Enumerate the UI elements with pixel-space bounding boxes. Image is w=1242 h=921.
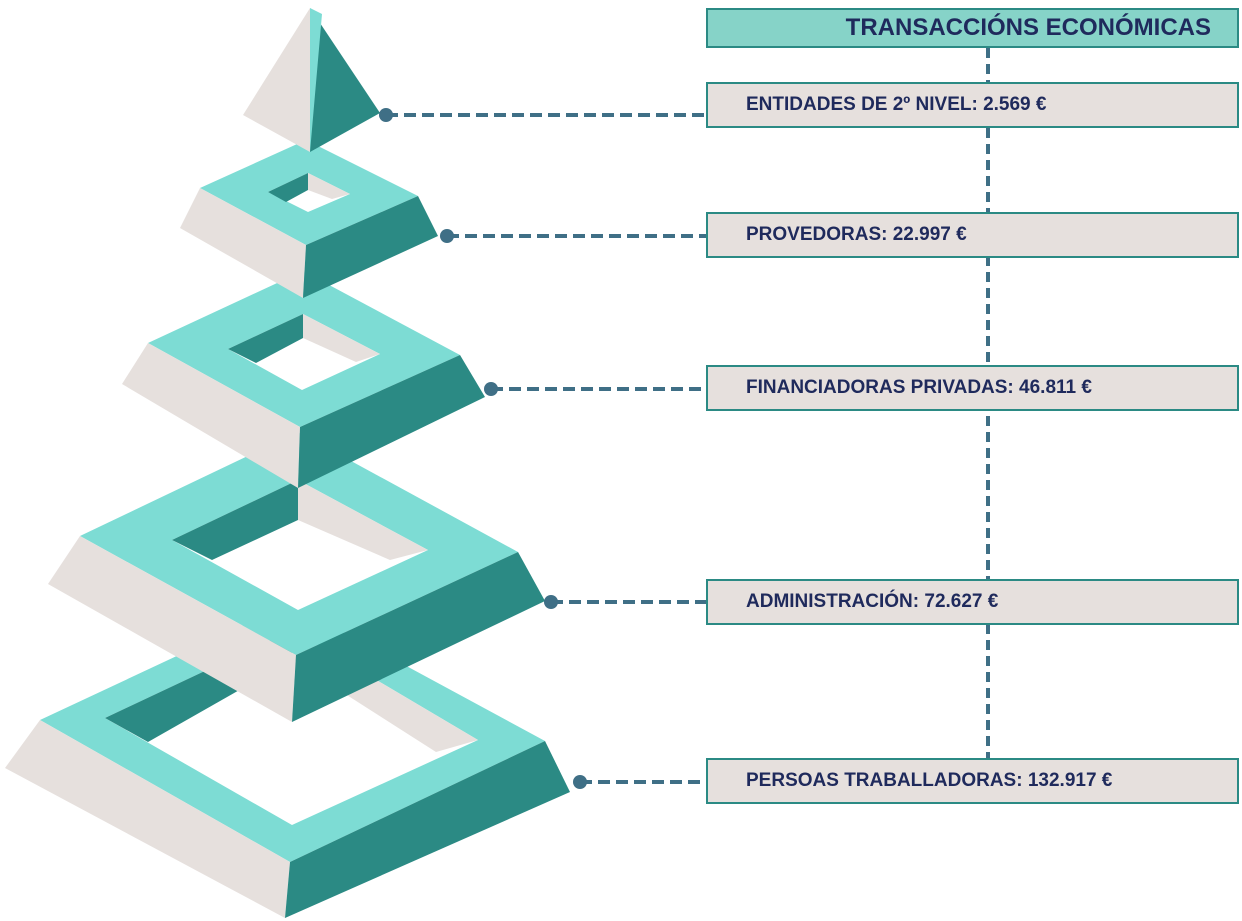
tier-label-3: FINANCIADORAS PRIVADAS: 46.811 € xyxy=(746,377,1092,398)
pyramid-tier-5 xyxy=(5,603,570,918)
tier-label-5: PERSOAS TRABALLADORAS: 132.917 € xyxy=(746,770,1113,791)
pyramid-tier-4 xyxy=(48,432,545,722)
pyramid-tier-3 xyxy=(122,271,485,488)
connector-dot-5 xyxy=(573,775,587,789)
pyramid-tier-1-apex xyxy=(243,8,380,152)
connector-dot-4 xyxy=(544,595,558,609)
pyramid-tier-2 xyxy=(180,140,438,298)
connector-dot-1 xyxy=(379,108,393,122)
connector-tier-1 xyxy=(379,108,706,122)
connector-tier-4 xyxy=(544,595,706,609)
tier-label-box-3: FINANCIADORAS PRIVADAS: 46.811 € xyxy=(706,365,1239,411)
tier-label-box-4: ADMINISTRACIÓN: 72.627 € xyxy=(706,579,1239,625)
connector-dot-3 xyxy=(484,382,498,396)
tier-label-box-5: PERSOAS TRABALLADORAS: 132.917 € xyxy=(706,758,1239,804)
tier-label-4: ADMINISTRACIÓN: 72.627 € xyxy=(746,591,999,612)
header-box: TRANSACCIÓNS ECONÓMICAS xyxy=(706,8,1239,48)
tier-label-2: PROVEDORAS: 22.997 € xyxy=(746,224,967,245)
connector-tier-2 xyxy=(440,229,706,243)
tier-label-box-2: PROVEDORAS: 22.997 € xyxy=(706,212,1239,258)
tier-label-1: ENTIDADES DE 2º NIVEL: 2.569 € xyxy=(746,94,1047,115)
tier-label-box-1: ENTIDADES DE 2º NIVEL: 2.569 € xyxy=(706,82,1239,128)
connector-dot-2 xyxy=(440,229,454,243)
connector-tier-5 xyxy=(573,775,706,789)
header-title: TRANSACCIÓNS ECONÓMICAS xyxy=(845,14,1211,41)
connector-tier-3 xyxy=(484,382,706,396)
